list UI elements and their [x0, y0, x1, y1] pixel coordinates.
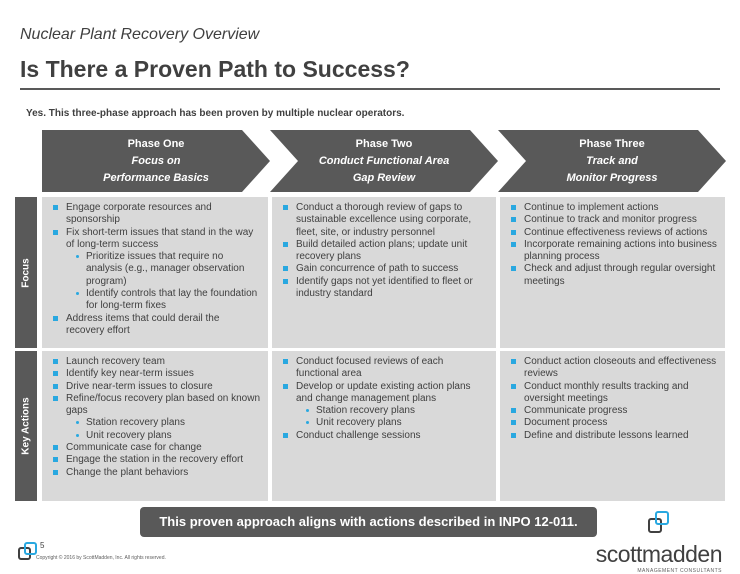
list-item: Unit recovery plans	[282, 417, 488, 429]
focus-cell: Conduct a thorough review of gaps to sus…	[272, 197, 496, 348]
list-item: Conduct challenge sessions	[282, 430, 488, 442]
logo-wordmark: scottmadden	[595, 541, 723, 567]
row-label-focus: Focus	[15, 197, 37, 348]
phase-two-chevron: Phase Two Conduct Functional Area Gap Re…	[270, 130, 498, 192]
list-item: Conduct monthly results tracking and ove…	[510, 381, 717, 406]
list-item: Conduct focused reviews of each function…	[282, 356, 488, 381]
list-item: Define and distribute lessons learned	[510, 430, 717, 442]
company-logo: scottmadden MANAGEMENT CONSULTANTS	[595, 510, 723, 574]
list-item: Develop or update existing action plans …	[282, 381, 488, 406]
list-item: Launch recovery team	[52, 356, 260, 368]
list-item: Engage corporate resources and sponsorsh…	[52, 202, 260, 227]
page-title: Is There a Proven Path to Success?	[20, 56, 410, 82]
bullet-list: Conduct action closeouts and effectivene…	[510, 356, 717, 442]
phase-line: Conduct Functional Area	[318, 155, 450, 167]
list-item: Engage the station in the recovery effor…	[52, 454, 260, 466]
list-item: Drive near-term issues to closure	[52, 381, 260, 393]
list-item: Build detailed action plans; update unit…	[282, 239, 488, 264]
page-number: 5	[40, 541, 45, 550]
list-item: Continue to implement actions	[510, 202, 717, 214]
list-item: Conduct action closeouts and effectivene…	[510, 356, 717, 381]
phase-line: Monitor Progress	[566, 172, 658, 184]
row-label-text: Key Actions	[20, 397, 32, 455]
bullet-list: Conduct a thorough review of gaps to sus…	[282, 202, 488, 300]
phase-name: Phase One	[127, 138, 185, 150]
phase-line: Gap Review	[352, 172, 416, 184]
logo-mark-icon	[18, 542, 37, 560]
intro-text: Yes. This three-phase approach has been …	[26, 108, 405, 119]
list-item: Change the plant behaviors	[52, 467, 260, 479]
list-item: Unit recovery plans	[52, 430, 260, 442]
logo-tagline: MANAGEMENT CONSULTANTS	[637, 568, 722, 574]
list-item: Identify key near-term issues	[52, 368, 260, 380]
list-item: Prioritize issues that require no analys…	[52, 251, 260, 288]
list-item: Station recovery plans	[52, 417, 260, 429]
focus-cell: Engage corporate resources and sponsorsh…	[42, 197, 268, 348]
list-item: Identify controls that lay the foundatio…	[52, 288, 260, 313]
list-item: Continue to track and monitor progress	[510, 214, 717, 226]
phase-three-chevron: Phase Three Track and Monitor Progress	[498, 130, 726, 192]
summary-banner: This proven approach aligns with actions…	[140, 507, 597, 537]
list-item: Incorporate remaining actions into busin…	[510, 239, 717, 264]
subtitle: Nuclear Plant Recovery Overview	[20, 26, 260, 43]
list-item: Fix short-term issues that stand in the …	[52, 227, 260, 252]
phase-one-chevron: Phase One Focus on Performance Basics	[42, 130, 270, 192]
phase-line: Focus on	[131, 155, 181, 167]
list-item: Check and adjust through regular oversig…	[510, 263, 717, 288]
phase-line: Track and	[586, 155, 638, 167]
list-item: Identify gaps not yet identified to flee…	[282, 276, 488, 301]
phase-name: Phase Two	[355, 138, 413, 150]
phase-name: Phase Three	[579, 138, 645, 150]
logo-mark-icon	[647, 511, 669, 533]
copyright: Copyright © 2016 by ScottMadden, Inc. Al…	[36, 555, 166, 561]
bullet-list: Conduct focused reviews of each function…	[282, 356, 488, 442]
list-item: Refine/focus recovery plan based on know…	[52, 393, 260, 418]
row-label-text: Focus	[20, 257, 32, 288]
row-label-key-actions: Key Actions	[15, 351, 37, 501]
list-item: Address items that could derail the reco…	[52, 313, 260, 338]
list-item: Continue effectiveness reviews of action…	[510, 227, 717, 239]
list-item: Gain concurrence of path to success	[282, 263, 488, 275]
list-item: Communicate case for change	[52, 442, 260, 454]
key-actions-cell: Conduct focused reviews of each function…	[272, 351, 496, 501]
list-item: Conduct a thorough review of gaps to sus…	[282, 202, 488, 239]
divider	[20, 88, 720, 90]
list-item: Document process	[510, 417, 717, 429]
list-item: Communicate progress	[510, 405, 717, 417]
phase-line: Performance Basics	[103, 172, 209, 184]
bullet-list: Engage corporate resources and sponsorsh…	[52, 202, 260, 337]
key-actions-cell: Conduct action closeouts and effectivene…	[500, 351, 725, 501]
list-item: Station recovery plans	[282, 405, 488, 417]
